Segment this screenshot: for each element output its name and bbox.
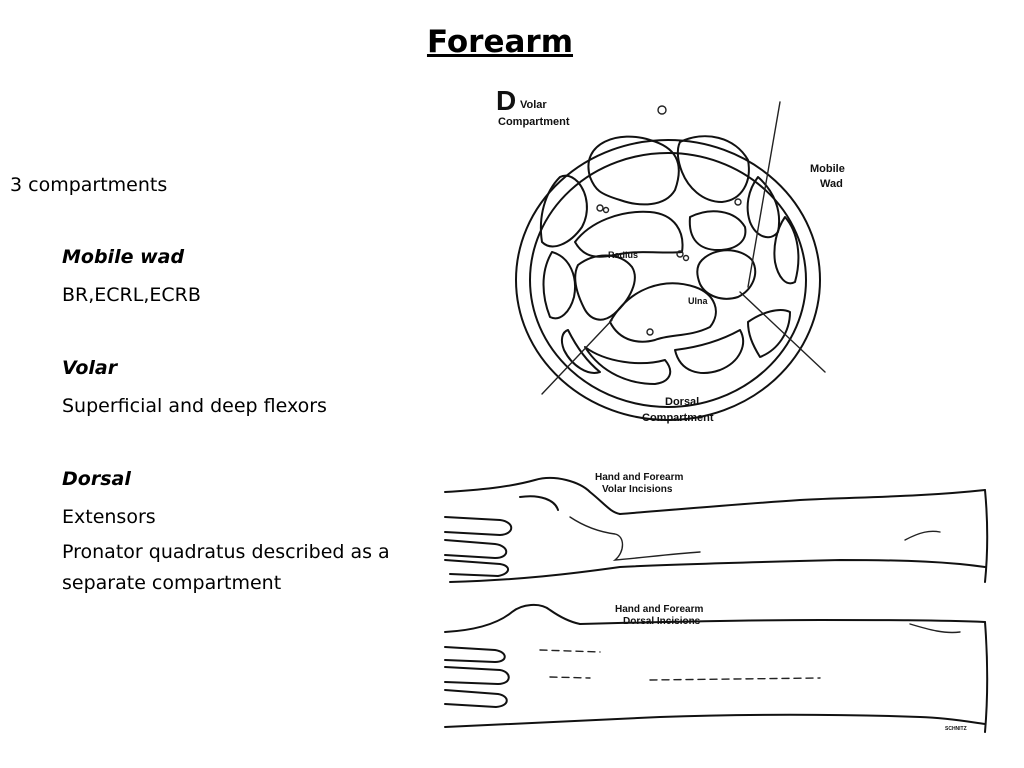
forearm-incisions-illustration: Hand and Forearm Volar Incisions Hand an…	[444, 472, 989, 733]
dorsal-heading: Dorsal	[62, 468, 131, 490]
forearm-cross-section-diagram: D Volar Compartment Radius Ulna	[496, 85, 845, 424]
dorsal-incisions-label-1: Hand and Forearm	[615, 604, 703, 615]
mobile-wad-label-2: Wad	[820, 178, 843, 190]
volar-heading: Volar	[62, 357, 118, 379]
radius-label: Radius	[608, 250, 638, 260]
mobile-wad-muscles: BR,ECRL,ECRB	[62, 284, 201, 306]
vessels-nerves	[596, 105, 742, 336]
volar-label-2: Compartment	[498, 116, 570, 128]
volar-arm-drawing	[444, 476, 989, 583]
muscle-compartments	[539, 135, 800, 385]
dorsal-extensors: Extensors	[62, 506, 156, 528]
outer-fascia	[515, 139, 821, 421]
dorsal-label-1: Dorsal	[665, 396, 699, 408]
volar-description: Superficial and deep flexors	[62, 395, 327, 417]
slide-title: Forearm	[426, 24, 574, 60]
pronator-line-2: separate compartment	[62, 572, 282, 594]
dorsal-label-2: Compartment	[642, 412, 714, 424]
volar-incisions-label-2: Volar Incisions	[602, 484, 673, 495]
panel-letter: D	[496, 85, 516, 116]
dorsal-arm-drawing	[444, 604, 989, 733]
leader-lines	[541, 101, 826, 395]
ulna-label: Ulna	[688, 296, 708, 306]
radius-bone	[574, 254, 636, 321]
pronator-line-1: Pronator quadratus described as a	[62, 541, 390, 563]
artist-signature: SCHNITZ	[945, 726, 967, 732]
mobile-wad-heading: Mobile wad	[62, 246, 185, 268]
volar-incisions-label-1: Hand and Forearm	[595, 472, 683, 483]
volar-label-1: Volar	[520, 99, 547, 111]
ulna-bone	[696, 249, 757, 300]
intro-text: 3 compartments	[10, 174, 168, 196]
mobile-wad-label-1: Mobile	[810, 163, 845, 175]
